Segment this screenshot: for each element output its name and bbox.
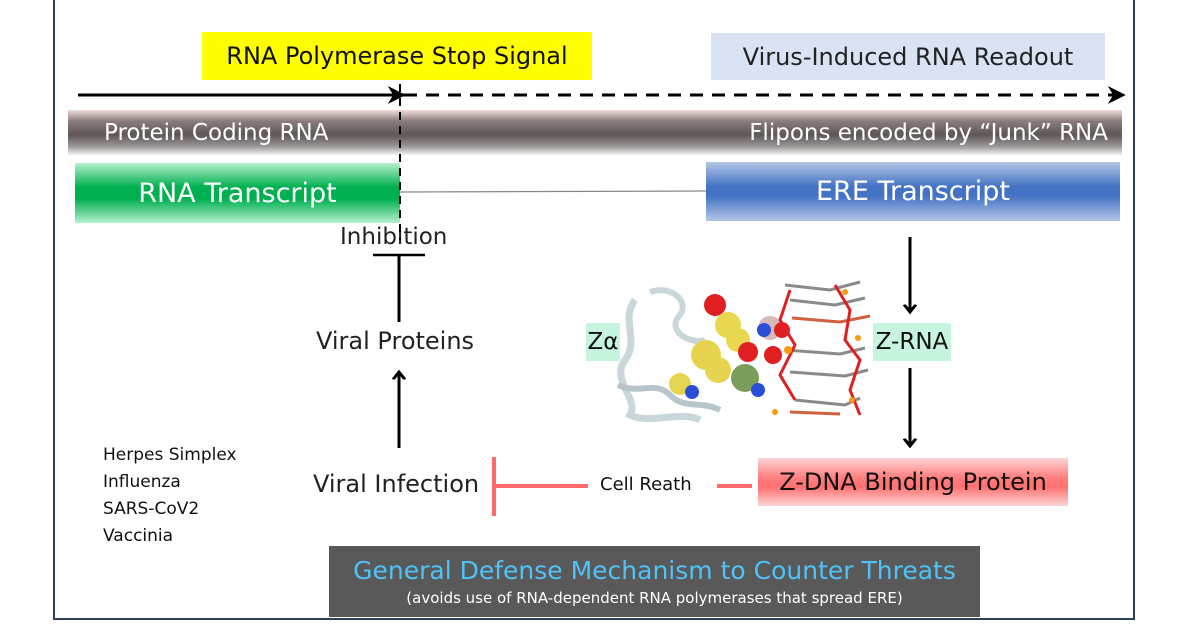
zrna-label: Z-RNA (873, 323, 951, 361)
defense-title: General Defense Mechanism to Counter Thr… (353, 555, 956, 585)
rna-band (68, 110, 1122, 155)
zalpha-label: Zα (586, 323, 620, 361)
zdna-binding-protein-box: Z-DNA Binding Protein (758, 458, 1068, 506)
cell-death-label: Cell Reath (600, 474, 692, 495)
defense-mechanism-box: General Defense Mechanism to Counter Thr… (329, 546, 980, 617)
virus-item: Vaccinia (103, 526, 174, 546)
viral-infection-label: Viral Infection (313, 470, 480, 498)
inhibition-label: Inhibition (340, 224, 448, 250)
viral-proteins-label: Viral Proteins (316, 327, 475, 355)
ere-transcript-box: ERE Transcript (706, 162, 1120, 221)
virus-item: Influenza (103, 472, 181, 492)
rna-transcript-box: RNA Transcript (75, 163, 400, 223)
virus-list: Herpes Simplex Influenza SARS-CoV2 Vacci… (103, 442, 237, 550)
defense-subtitle: (avoids use of RNA-dependent RNA polymer… (406, 588, 903, 607)
flipons-label: Flipons encoded by “Junk” RNA (749, 120, 1108, 146)
virus-item: SARS-CoV2 (103, 499, 200, 519)
virus-readout-label: Virus-Induced RNA Readout (711, 33, 1105, 80)
virus-item: Herpes Simplex (103, 445, 237, 465)
diagram-frame (53, 0, 1135, 620)
protein-coding-rna-label: Protein Coding RNA (104, 120, 329, 146)
stop-signal-label: RNA Polymerase Stop Signal (202, 32, 592, 80)
